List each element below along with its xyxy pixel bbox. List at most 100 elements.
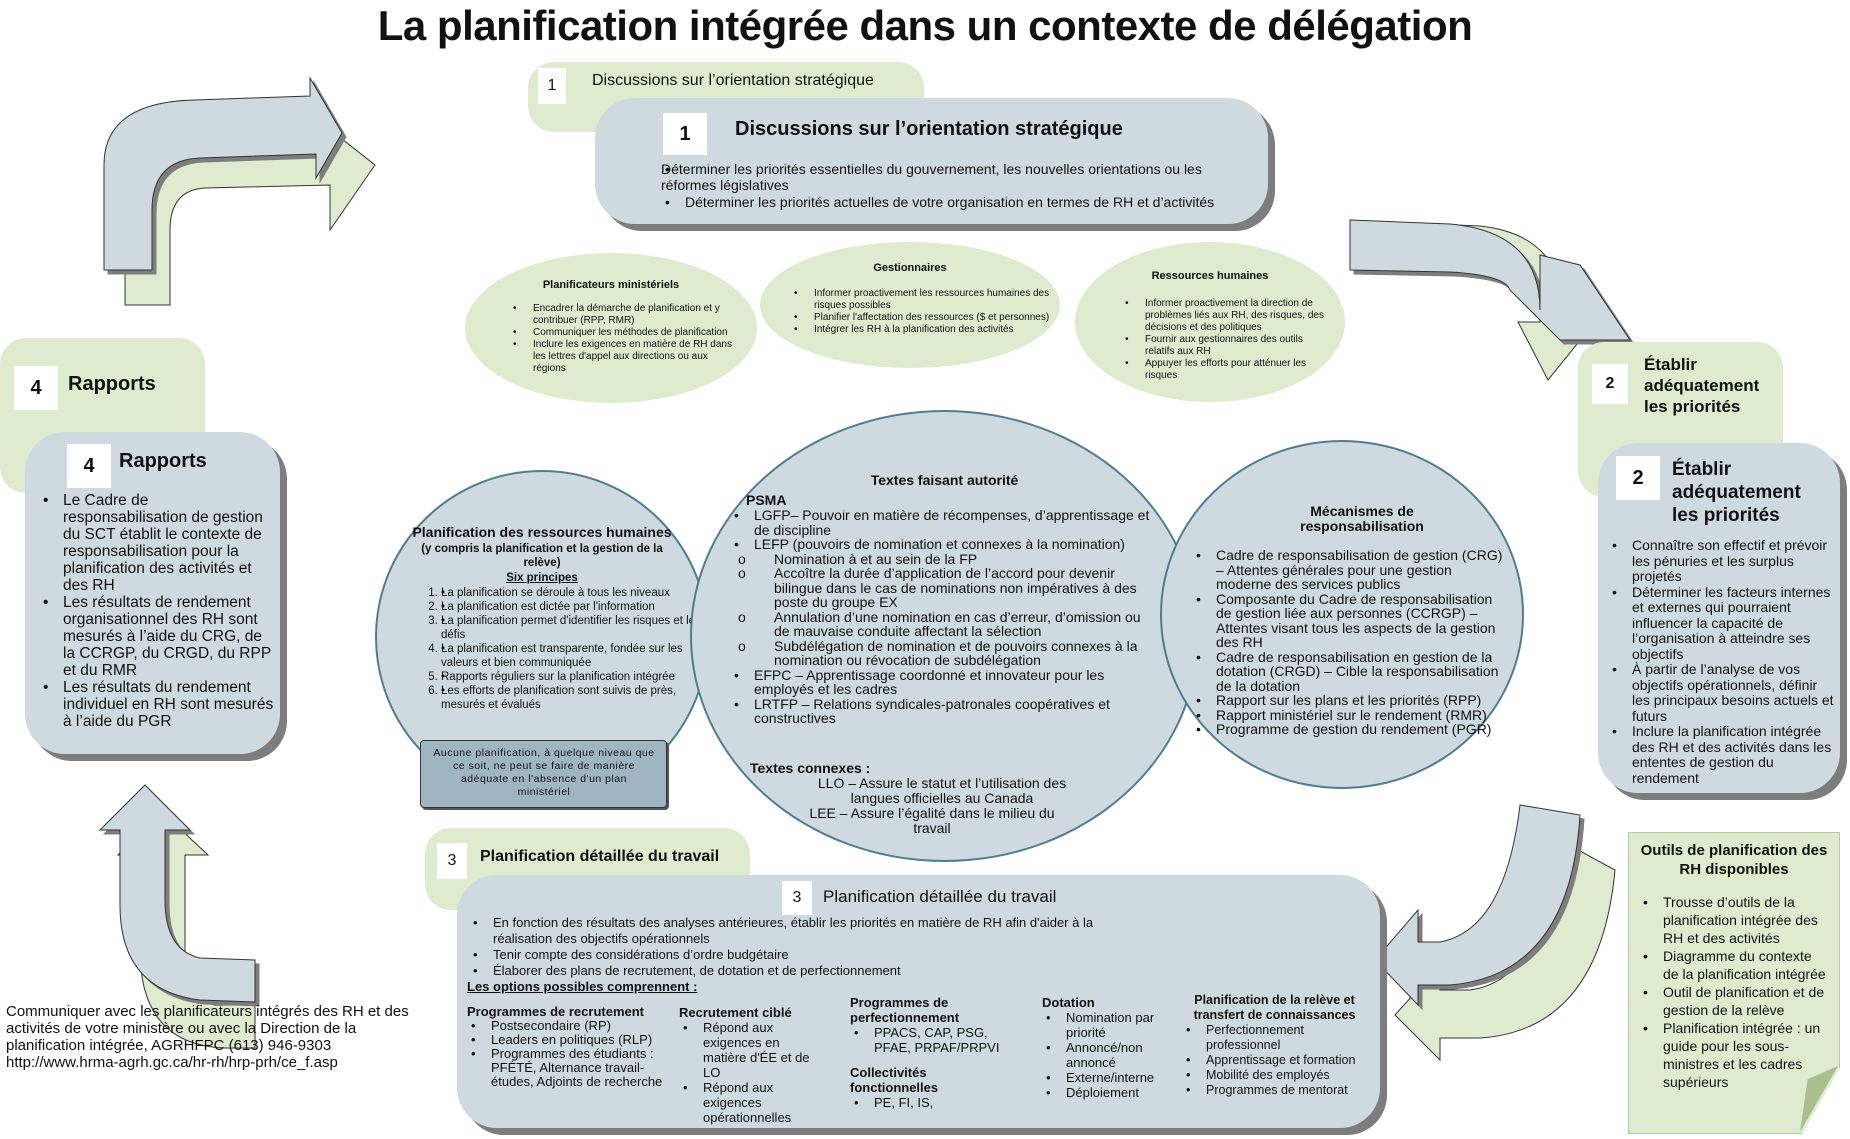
- option-item: Postsecondaire (RP): [467, 1019, 682, 1034]
- step3-number: 3: [782, 881, 812, 915]
- step2-tab-label: Établir adéquatement les priorités: [1644, 355, 1760, 416]
- principle-item: La planification est dictée par l'inform…: [441, 600, 701, 614]
- principle-item: La planification permet d'identifier les…: [441, 614, 701, 642]
- authority-item-text: LRTFP – Relations syndicales-patronales …: [754, 695, 1110, 726]
- step3-list: En fonction des résultats des analyses a…: [469, 915, 1109, 979]
- authority-item: •EFPC – Apprentissage coordonné et innov…: [734, 666, 1105, 697]
- accountability-item: Composante du Cadre de responsabilisatio…: [1192, 591, 1507, 650]
- step3-item: Tenir compte des considérations d’ordre …: [469, 947, 1109, 963]
- accountability-title: Mécanismes de responsabilisation: [1300, 503, 1424, 534]
- option-item: Perfectionnement professionnel: [1182, 1023, 1367, 1053]
- tools-item: Planification intégrée : un guide pour l…: [1639, 1019, 1831, 1091]
- arrow-bottom-right: [1374, 804, 1616, 1062]
- role-item: Planifier l'affectation des ressources (…: [790, 312, 1052, 324]
- accountability-item: Cadre de responsabilisation en gestion d…: [1192, 649, 1507, 694]
- authority-oval: Textes faisant autorité PSMA •LGFP– Pouv…: [690, 410, 1199, 862]
- role-list: Encadrer la démarche de planification et…: [509, 303, 739, 375]
- step4-list: Le Cadre de responsabilisation de gestio…: [39, 492, 274, 730]
- authority-item-text: EFPC – Apprentissage coordonné et innova…: [754, 666, 1105, 697]
- authority-list: •LGFP– Pouvoir en matière de récompenses…: [734, 508, 1154, 726]
- role-item: Informer proactivement les ressources hu…: [790, 288, 1052, 312]
- role-list: Informer proactivement la direction de p…: [1121, 298, 1327, 382]
- step4-heading: Rapports: [119, 450, 207, 472]
- step3-item: En fonction des résultats des analyses a…: [469, 915, 1109, 947]
- step4-number: 4: [67, 444, 111, 488]
- option-column-title: Recrutement ciblé: [679, 1005, 792, 1020]
- contact-link[interactable]: http://www.hrma-agrh.gc.ca/hr-rh/hrp-prh…: [6, 1054, 338, 1071]
- option-item: Programmes de mentorat: [1182, 1083, 1367, 1098]
- principle-item: Rapports réguliers sur la planification …: [441, 670, 701, 684]
- option-item: Déploiement: [1042, 1085, 1162, 1100]
- step1-item: Déterminer les priorités essentielles du…: [661, 161, 1246, 193]
- option-column-title: Programmes de recrutement: [467, 1004, 645, 1019]
- option-item: Répond aux exigences en matière d'ÉE et …: [679, 1020, 814, 1080]
- option-list: Répond aux exigences en matière d'ÉE et …: [679, 1020, 814, 1125]
- step2-item: Déterminer les facteurs internes et exte…: [1608, 584, 1834, 663]
- authority-item: •LRTFP – Relations syndicales-patronales…: [734, 695, 1110, 726]
- authority-subitem-text: Accoître la durée d’application de l’acc…: [774, 565, 1137, 610]
- option-item: Annoncé/non annoncé: [1042, 1040, 1162, 1070]
- option-column: Programmes de perfectionnement PPACS, CA…: [850, 995, 1010, 1110]
- step3-heading: Planification détaillée du travail: [823, 887, 1057, 906]
- authority-title: Textes faisant autorité: [870, 472, 1019, 488]
- step1-list: Déterminer les priorités essentielles du…: [661, 161, 1246, 210]
- scroll-note: Aucune planification, à quelque niveau q…: [420, 740, 667, 808]
- principles-list: La planification se déroule à tous les n…: [417, 586, 701, 712]
- step4-item: Les résultats de rendement organisationn…: [39, 594, 274, 679]
- step2-item: À partir de l’analyse de vos objectifs o…: [1608, 661, 1834, 724]
- role-item: Inclure les exigences en matière de RH d…: [509, 339, 739, 375]
- option-list: Postsecondaire (RP) Leaders en politique…: [467, 1019, 682, 1089]
- arrow-bottom-left: [98, 784, 256, 1049]
- step4-item: Les résultats du rendement individuel en…: [39, 679, 274, 730]
- role-item: Encadrer la démarche de planification et…: [509, 303, 739, 327]
- authority-item-text: LGFP– Pouvoir en matière de récompenses,…: [754, 507, 1150, 538]
- related-item: LEE – Assure l’égalité dans le milieu du…: [809, 805, 1055, 836]
- options-label: Les options possibles comprennent :: [467, 979, 698, 994]
- step3-tab-number: 3: [437, 843, 467, 879]
- step1-number: 1: [663, 113, 707, 155]
- step2-item: Inclure la planification intégrée des RH…: [1608, 723, 1834, 786]
- role-ressources-humaines: Ressources humaines Informer proactiveme…: [1075, 242, 1345, 402]
- authority-subitem-text: Annulation d’une nomination en cas d’err…: [774, 608, 1141, 639]
- role-title: Planificateurs ministériels: [542, 279, 680, 291]
- option-list: Perfectionnement professionnel Apprentis…: [1182, 1023, 1367, 1098]
- step2-item: Connaître son effectif et prévoir les pé…: [1608, 537, 1834, 585]
- principle-item: La planification est transparente, fondé…: [441, 642, 701, 670]
- authority-item-text: LEFP (pouvoirs de nomination et connexes…: [754, 536, 1125, 552]
- authority-item: •LGFP– Pouvoir en matière de récompenses…: [734, 507, 1150, 538]
- option-item: Répond aux exigences opérationnelles: [679, 1080, 814, 1125]
- step2-tab-number: 2: [1592, 364, 1628, 404]
- arrow-top-left: [103, 76, 376, 306]
- role-title: Ressources humaines: [1151, 270, 1269, 282]
- step3-item: Élaborer des plans de recrutement, de do…: [469, 963, 1109, 979]
- option-item: Apprentissage et formation: [1182, 1053, 1367, 1068]
- step4-panel: 4 Rapports Le Cadre de responsabilisatio…: [25, 432, 280, 754]
- option-item: Externe/interne: [1042, 1070, 1162, 1085]
- option-item: Leaders en politiques (RLP): [467, 1033, 682, 1048]
- principle-item: Les efforts de planification sont suivis…: [441, 684, 701, 712]
- hr-planning-subtitle: (y compris la planification et la gestio…: [421, 543, 663, 569]
- accountability-list: Cadre de responsabilisation de gestion (…: [1192, 548, 1507, 737]
- tools-item: Trousse d’outils de la planification int…: [1639, 893, 1831, 947]
- step1-tab-number: 1: [538, 68, 566, 104]
- option-item: Nomination par priorité: [1042, 1010, 1162, 1040]
- role-item: Communiquer les méthodes de planificatio…: [509, 327, 739, 339]
- option-column: Planification de la relève et transfert …: [1182, 993, 1367, 1098]
- role-title: Gestionnaires: [873, 262, 947, 274]
- option-column: Dotation Nomination par priorité Annoncé…: [1042, 995, 1162, 1100]
- option-item: PPACS, CAP, PSG, PFAE, PRPAF/PRPVI: [850, 1025, 1010, 1055]
- page-title: La planification intégrée dans un contex…: [377, 2, 1473, 49]
- hr-planning-title: Planification des ressources humaines: [412, 524, 672, 540]
- related-label: Textes connexes :: [750, 760, 871, 776]
- option-list: PE, FI, IS,: [850, 1095, 1010, 1110]
- option-column-title: Planification de la relève et transfert …: [1193, 993, 1356, 1022]
- step2-panel: 2 Établir adéquatement les priorités Con…: [1598, 443, 1840, 793]
- accountability-item: Cadre de responsabilisation de gestion (…: [1192, 548, 1507, 592]
- step4-tab-number: 4: [14, 366, 58, 410]
- tools-list: Trousse d’outils de la planification int…: [1639, 893, 1831, 1091]
- accountability-oval: Mécanismes de responsabilisation Cadre d…: [1160, 440, 1524, 789]
